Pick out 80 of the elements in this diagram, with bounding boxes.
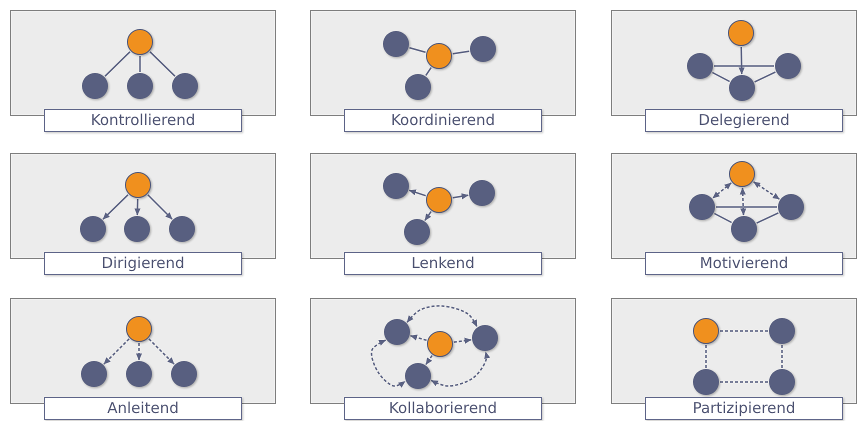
node-circle <box>171 361 197 387</box>
node-circle <box>472 325 498 351</box>
node-circle <box>469 180 495 206</box>
node-circle <box>126 316 152 342</box>
connector <box>716 206 777 208</box>
panel-label: Kontrollierend <box>44 109 242 132</box>
node-circle <box>728 20 754 46</box>
node-circle <box>405 74 431 100</box>
connector <box>409 47 426 53</box>
connector <box>410 334 427 341</box>
connector <box>408 189 426 196</box>
node-circle <box>689 194 715 220</box>
connector <box>720 330 768 332</box>
connector <box>430 352 490 387</box>
connector <box>139 56 141 72</box>
node-circle <box>82 73 108 99</box>
node-circle <box>81 361 107 387</box>
connector <box>781 345 783 368</box>
node-circle <box>778 194 804 220</box>
connector <box>134 198 141 216</box>
node-circle <box>405 363 431 389</box>
connector <box>705 345 707 368</box>
panel-label: Dirigierend <box>44 252 242 275</box>
connector <box>452 193 469 200</box>
node-circle <box>769 318 795 344</box>
connector <box>452 50 470 55</box>
node-circle <box>127 73 153 99</box>
panel-label: Delegierend <box>645 109 843 132</box>
node-circle <box>124 216 150 242</box>
connector <box>103 338 130 365</box>
panel-label: Partizipierend <box>645 397 843 420</box>
connector <box>738 46 745 74</box>
node-circle <box>426 187 452 213</box>
node-circle <box>729 75 755 101</box>
connector <box>756 212 779 224</box>
node-circle <box>470 36 496 62</box>
connector <box>370 340 406 388</box>
connector <box>714 212 732 224</box>
connector <box>136 343 142 360</box>
connector <box>147 194 173 220</box>
connector <box>740 188 746 216</box>
panel-label: Kollaborierend <box>344 397 542 420</box>
panel-label: Anleitend <box>44 397 242 420</box>
node-circle <box>169 216 195 242</box>
node-circle <box>125 172 151 198</box>
node-circle <box>693 369 719 395</box>
panel-label: Koordinierend <box>344 109 542 132</box>
connector <box>104 51 131 77</box>
connector <box>754 71 776 83</box>
connector <box>149 51 176 77</box>
connector <box>406 305 478 327</box>
connector <box>102 194 129 220</box>
connector <box>424 211 432 221</box>
node-circle <box>731 216 757 242</box>
node-circle <box>426 43 452 69</box>
connector <box>425 355 433 365</box>
node-circle <box>383 173 409 199</box>
node-circle <box>693 318 719 344</box>
connector <box>425 67 432 76</box>
node-circle <box>404 219 430 245</box>
connector <box>712 72 730 82</box>
node-circle <box>172 73 198 99</box>
node-circle <box>687 53 713 79</box>
panel-label: Lenkend <box>344 252 542 275</box>
node-circle <box>126 361 152 387</box>
node-circle <box>384 319 410 345</box>
node-circle <box>80 216 106 242</box>
connector <box>148 338 175 365</box>
node-circle <box>729 161 755 187</box>
node-circle <box>769 369 795 395</box>
connector <box>753 181 780 200</box>
connector <box>714 65 774 67</box>
node-circle <box>775 53 801 79</box>
connector <box>712 182 732 199</box>
panel-label: Motivierend <box>645 252 843 275</box>
node-circle <box>427 331 453 357</box>
node-circle <box>127 29 153 55</box>
node-circle <box>383 31 409 57</box>
connector <box>720 381 768 383</box>
connector <box>454 338 472 344</box>
